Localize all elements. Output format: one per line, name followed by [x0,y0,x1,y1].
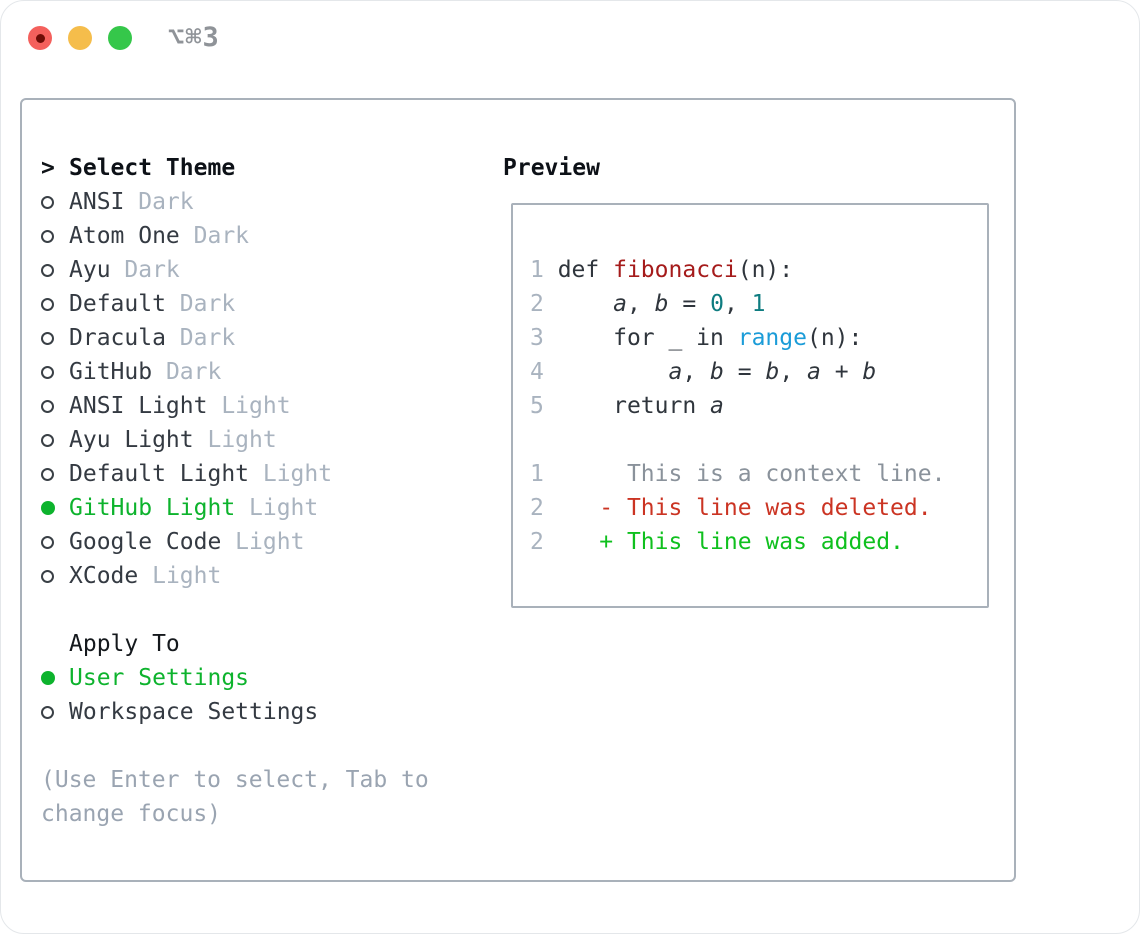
theme-item-label: XCode [69,563,139,589]
radio-icon [41,399,69,413]
theme-variant-label: Dark [152,359,222,385]
theme-variant-label: Dark [165,325,236,351]
zoom-button[interactable] [108,26,132,50]
theme-list-title: Select Theme [69,155,236,181]
radio-selected-icon [41,671,69,685]
theme-variant-label: Light [207,393,291,419]
preview-title: Preview [503,155,600,181]
theme-variant-label: Light [138,563,222,589]
radio-icon [41,263,69,277]
preview-code-line: 5 return a [530,393,724,419]
line-number: 1 [530,257,544,283]
line-number: 4 [530,359,544,385]
theme-item[interactable]: XCode Light [41,559,491,593]
theme-item[interactable]: Ayu Dark [41,253,491,287]
line-number: 3 [530,325,544,351]
theme-item[interactable]: ANSI Dark [41,185,491,219]
apply-to-header: Apply To [41,627,491,661]
theme-item-label: Google Code [69,529,222,555]
apply-to-title: Apply To [69,631,180,657]
theme-variant-label: Dark [165,291,236,317]
preview-code-line: 1 def fibonacci(n): [530,257,794,283]
radio-icon [41,705,69,719]
title-bar: ⌥⌘3 [1,1,1139,73]
theme-item[interactable]: Ayu Light Light [41,423,491,457]
radio-icon [41,569,69,583]
theme-variant-label: Dark [124,189,194,215]
line-number: 2 [530,291,544,317]
radio-icon [41,229,69,243]
preview-code-line: 2 a, b = 0, 1 [530,291,766,317]
close-button[interactable] [28,26,52,50]
spacer [41,593,491,627]
theme-item-label: ANSI Light [69,393,208,419]
line-number: 5 [530,393,544,419]
radio-icon [41,433,69,447]
line-number: 2 [530,529,544,555]
radio-icon [41,467,69,481]
spacer [41,729,491,763]
radio-icon [41,195,69,209]
theme-variant-label: Light [193,427,277,453]
radio-selected-icon [41,501,69,515]
preview-code: 1 def fibonacci(n): 2 a, b = 0, 1 3 for _ … [513,205,987,559]
theme-item-label: Dracula [69,325,166,351]
theme-item[interactable]: Default Light Light [41,457,491,491]
preview-code-line: 3 for _ in range(n): [530,325,863,351]
theme-item-label: GitHub [69,359,153,385]
preview-code-line [530,423,987,457]
cursor-icon: > [41,155,55,181]
theme-item-label: GitHub Light [69,495,236,521]
theme-item[interactable]: GitHub Light Light [41,491,491,525]
theme-item-label: Default Light [69,461,250,487]
theme-item[interactable]: Default Dark [41,287,491,321]
theme-item-label: Atom One [69,223,180,249]
theme-item[interactable]: Atom One Dark [41,219,491,253]
theme-list-header: > Select Theme [41,151,491,185]
theme-item-label: Ayu Light [69,427,194,453]
apply-option[interactable]: User Settings [41,661,491,695]
help-line-2: change focus) [41,801,222,827]
theme-item-label: Default [69,291,166,317]
theme-item[interactable]: Google Code Light [41,525,491,559]
apply-option-label: User Settings [69,665,250,691]
minimize-button[interactable] [68,26,92,50]
radio-icon [41,365,69,379]
preview-code-line: 1 This is a context line. [530,461,946,487]
theme-item-label: Ayu [69,257,111,283]
radio-icon [41,535,69,549]
radio-icon [41,331,69,345]
apply-option-label: Workspace Settings [69,699,319,725]
theme-item[interactable]: Dracula Dark [41,321,491,355]
theme-variant-label: Light [249,461,333,487]
preview-code-line: 4 a, b = b, a + b [530,359,877,385]
apply-option[interactable]: Workspace Settings [41,695,491,729]
theme-variant-label: Dark [110,257,180,283]
preview-header: Preview [503,151,600,185]
theme-variant-label: Light [221,529,305,555]
traffic-lights [28,26,132,50]
theme-item[interactable]: ANSI Light Light [41,389,491,423]
window-title: ⌥⌘3 [168,22,220,53]
line-number: 1 [530,461,544,487]
help-line-1: (Use Enter to select, Tab to [41,767,429,793]
preview-code-line: 2 - This line was deleted. [530,495,932,521]
line-number: 2 [530,495,544,521]
theme-item[interactable]: GitHub Dark [41,355,491,389]
theme-variant-label: Light [235,495,319,521]
theme-item-label: ANSI [69,189,125,215]
radio-icon [41,297,69,311]
help-text: (Use Enter to select, Tab to change focu… [41,763,491,831]
preview-box: 1 def fibonacci(n): 2 a, b = 0, 1 3 for _ … [511,203,989,608]
preview-code-line: 2 + This line was added. [530,529,904,555]
theme-variant-label: Dark [179,223,250,249]
